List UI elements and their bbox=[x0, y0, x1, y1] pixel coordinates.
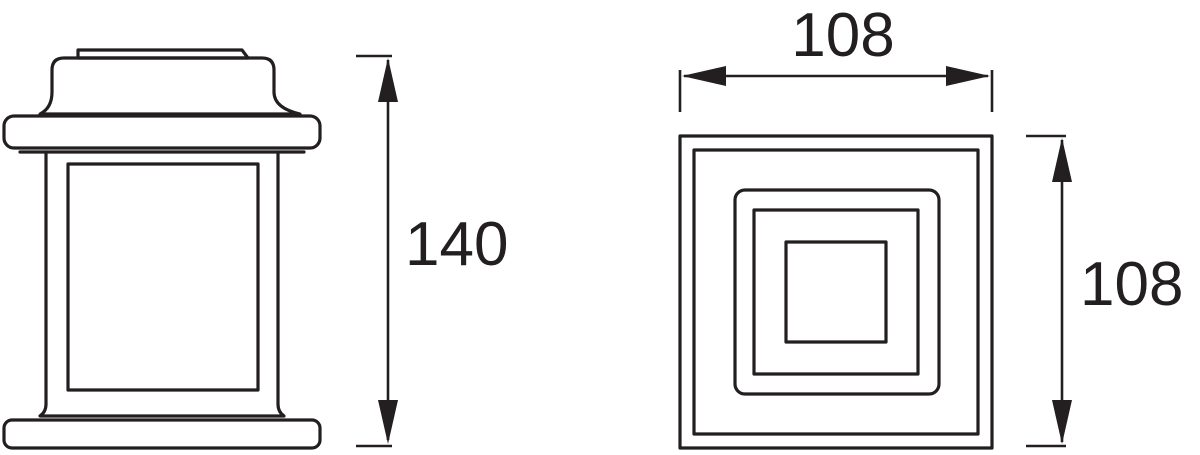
width-arrow-left bbox=[682, 66, 726, 86]
body-outline bbox=[38, 150, 286, 418]
inner-square bbox=[752, 208, 920, 376]
rounded-square bbox=[733, 188, 941, 396]
cap-crown bbox=[38, 56, 302, 116]
front-view bbox=[2, 48, 322, 450]
height-dimension-label: 140 bbox=[405, 210, 508, 279]
upper-flange bbox=[2, 114, 322, 150]
width-arrow-right bbox=[946, 66, 990, 86]
center-square bbox=[784, 240, 888, 344]
second-square bbox=[692, 148, 980, 436]
height-arrow-up bbox=[378, 58, 398, 102]
width-dimension: 108 bbox=[678, 1, 994, 112]
outer-square bbox=[678, 134, 994, 450]
depth-dimension-label: 108 bbox=[1080, 250, 1183, 319]
height-dimension: 140 bbox=[356, 54, 508, 448]
width-dimension-label: 108 bbox=[791, 1, 894, 70]
body-panel bbox=[66, 162, 260, 392]
depth-arrow-down bbox=[1052, 400, 1072, 444]
height-arrow-down bbox=[378, 400, 398, 444]
base-plate bbox=[2, 418, 322, 450]
depth-arrow-up bbox=[1052, 138, 1072, 182]
top-view bbox=[678, 134, 994, 450]
depth-dimension: 108 bbox=[1026, 134, 1183, 448]
